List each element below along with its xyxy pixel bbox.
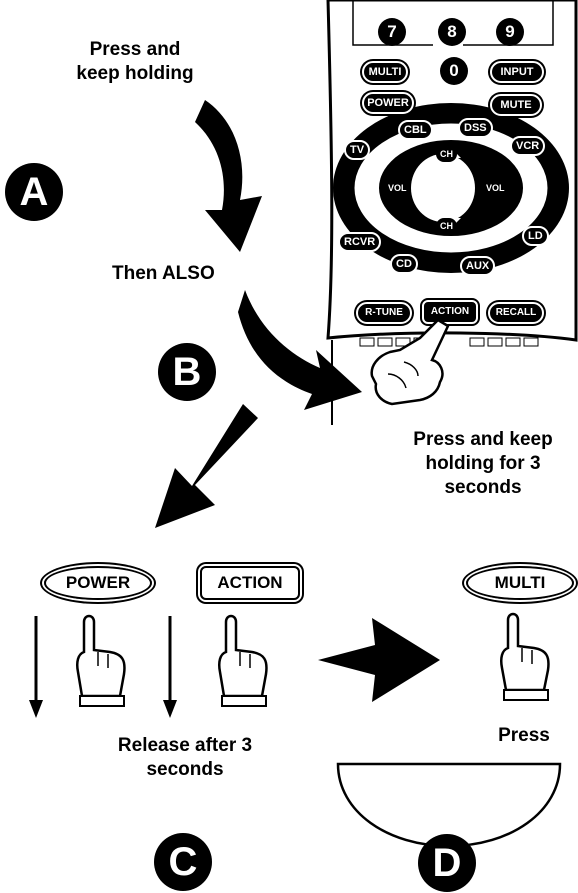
remote-tv-button[interactable]: TV [344,140,371,160]
remote-cbl-button[interactable]: CBL [398,120,433,140]
remote-vol-left-button[interactable]: VOL [384,180,411,196]
instruction-press-and-hold: Press and keep holding [76,39,194,84]
remote-ld-button[interactable]: LD [522,226,549,246]
remote-multi-button[interactable]: MULTI [362,61,408,83]
remote-control: 7 8 9 0 MULTI INPUT POWER MUTE TV CBL DS… [318,0,578,425]
sequence-multi-button[interactable]: MULTI [466,566,574,600]
button-9[interactable]: 9 [496,18,524,46]
remote-mute-button[interactable]: MUTE [490,94,542,116]
remote-action-button[interactable]: ACTION [422,300,478,324]
remote-input-button[interactable]: INPUT [490,61,544,83]
remote-recall-button[interactable]: RECALL [488,302,544,324]
button-8[interactable]: 8 [438,18,466,46]
instruction-then-also: Then ALSO [112,263,215,284]
remote-power-button[interactable]: POWER [362,92,414,114]
instruction-release-after: Release after 3 seconds [117,735,253,780]
remote-cd-button[interactable]: CD [390,254,418,274]
step-c-badge: C [154,833,212,891]
step-d-badge: D [418,834,476,892]
remote-aux-button[interactable]: AUX [460,256,496,276]
button-0[interactable]: 0 [440,57,468,85]
instruction-press: Press [498,725,550,746]
instruction-press-keep-3s: Press and keep holding for 3 seconds [413,429,553,498]
remote-rtune-button[interactable]: R-TUNE [356,302,412,324]
sequence-power-button[interactable]: POWER [44,566,152,600]
remote-vol-right-button[interactable]: VOL [482,180,509,196]
step-b-badge: B [158,343,216,401]
remote-vcr-button[interactable]: VCR [510,136,546,156]
remote-dss-button[interactable]: DSS [458,118,493,138]
sequence-action-button[interactable]: ACTION [200,566,300,600]
button-7[interactable]: 7 [378,18,406,46]
remote-ch-up-button[interactable]: CH [436,146,457,162]
remote-rcvr-button[interactable]: RCVR [338,232,382,252]
step-a-badge: A [5,163,63,221]
remote-ch-down-button[interactable]: CH [436,218,457,234]
